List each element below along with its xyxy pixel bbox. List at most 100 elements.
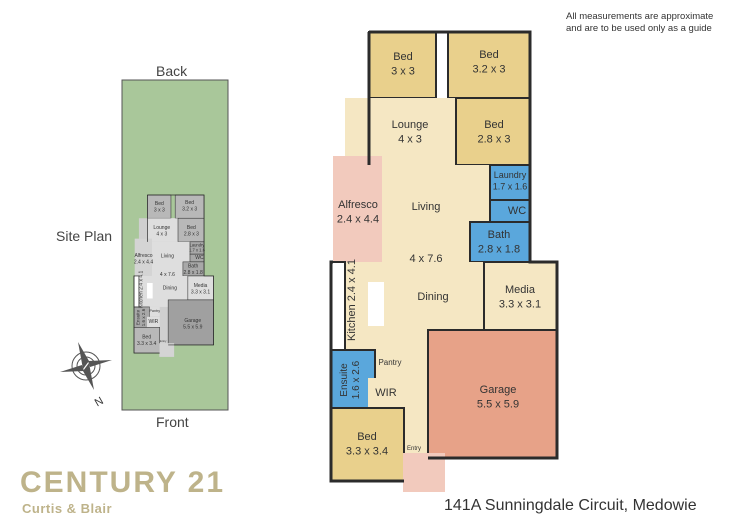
front-label: Front	[156, 414, 189, 430]
room-bed	[447, 31, 531, 99]
room-alfresco	[333, 156, 382, 262]
room-name: Bed	[357, 431, 377, 443]
room-bed	[455, 97, 531, 166]
room-label: Ensuite1.6 x 2.6	[339, 360, 362, 399]
exterior-walls	[329, 30, 559, 483]
room-size: 2.4 x 4.4	[134, 259, 153, 265]
room-label: 4 x 7.6	[160, 272, 175, 278]
room-name: Alfresco	[338, 199, 378, 211]
room-media	[483, 261, 558, 331]
room-size: 3.3 x 3.1	[499, 298, 541, 310]
room-name: WIR	[375, 387, 396, 399]
room-size: 5.5 x 5.9	[183, 325, 202, 331]
site-plan-title: Site Plan	[56, 228, 113, 244]
room-name: Bed	[155, 201, 164, 207]
logo-office: Curtis & Blair	[22, 501, 113, 516]
room-name: Bath	[488, 229, 511, 241]
room-name: Bed	[393, 51, 413, 63]
room-name: Dining	[417, 291, 448, 303]
room-label: WC	[195, 255, 204, 261]
room-label: Bed 3.2 x 3	[472, 49, 505, 75]
room-name: Alfresco	[134, 253, 152, 259]
room-name: Bed	[479, 49, 499, 61]
kitchen-bench	[330, 261, 346, 351]
disclaimer: All measurements are approximate and are…	[566, 11, 713, 35]
room-name: WC	[508, 205, 526, 217]
room-label: WC	[508, 205, 526, 217]
room-name: Media	[505, 284, 536, 296]
room-size: 5.5 x 5.9	[477, 398, 519, 410]
room-name: Ensuite	[339, 363, 350, 397]
room-pantry	[149, 306, 160, 317]
property-address: 141A Sunningdale Circuit, Medowie	[444, 497, 697, 514]
room-name: Garage	[184, 318, 201, 324]
room-name: Pantry	[378, 358, 401, 367]
room-name: Living	[412, 201, 441, 213]
room-label: Entry	[407, 446, 421, 452]
room-wir	[147, 316, 160, 328]
back-label: Back	[156, 63, 188, 79]
room-size: 3.2 x 3	[182, 207, 197, 213]
room-size: 2.4 x 4.4	[337, 213, 379, 225]
room-label: Pantry	[149, 309, 160, 313]
room-garage	[427, 329, 558, 459]
room-name: Dining	[163, 285, 177, 291]
kitchen-island	[368, 282, 384, 326]
room-name: Entry	[407, 446, 421, 452]
room-label: Ensuite1.6 x 2.6	[136, 308, 146, 326]
room-size: 3.2 x 3	[472, 63, 505, 75]
room-size: 4 x 3	[398, 133, 422, 145]
room-pantry	[376, 350, 404, 377]
room-name: Laundry	[494, 170, 527, 180]
room-size: 3.3 x 3.4	[137, 341, 156, 347]
room-size: 3 x 3	[154, 207, 165, 213]
room-label: Bed 3.3 x 3.4	[346, 431, 388, 457]
room-laundry	[489, 164, 531, 201]
room-name: Laundry	[190, 242, 206, 247]
room-name: Ensuite	[136, 309, 141, 325]
room-label: Living	[412, 201, 441, 213]
compass-north-label: N	[93, 395, 106, 409]
room-lounge	[147, 218, 178, 242]
room-name: Bath	[188, 264, 199, 270]
room-name: Kitchen 2.4 x 4.1	[346, 259, 358, 341]
room-size: 1.6 x 2.6	[141, 308, 146, 326]
room-label: Kitchen 2.4 x 4.1	[346, 259, 358, 341]
room-size: 2.8 x 3	[184, 231, 199, 237]
room-name: Pantry	[149, 309, 160, 313]
room-size: 3.3 x 3.4	[346, 445, 388, 457]
room-name: Living	[161, 254, 174, 260]
room-label: Bath 2.8 x 1.8	[478, 229, 520, 255]
kitchen-island	[147, 283, 153, 299]
room-lounge	[369, 98, 456, 165]
room-alfresco	[134, 238, 152, 276]
room-size: 1.7 x 1.6	[493, 182, 528, 192]
room-name: WC	[195, 255, 204, 261]
room-label: Entry	[160, 339, 167, 343]
room-wir	[368, 378, 404, 408]
room-label: Pantry	[378, 358, 401, 367]
room-label: Living	[161, 254, 174, 260]
room-name: Bed	[484, 119, 504, 131]
room-size: 4 x 3	[156, 231, 167, 237]
room-name: Bed	[142, 335, 151, 341]
room-label: WIR	[375, 387, 396, 399]
compass-icon: N	[60, 342, 112, 409]
room-size: 4 x 7.6	[409, 253, 442, 265]
room-name: Bed	[185, 200, 194, 206]
room-name: Lounge	[392, 119, 429, 131]
room-garage	[167, 299, 214, 346]
room-size: 2.8 x 1.8	[478, 243, 520, 255]
room-name: Lounge	[153, 225, 170, 231]
